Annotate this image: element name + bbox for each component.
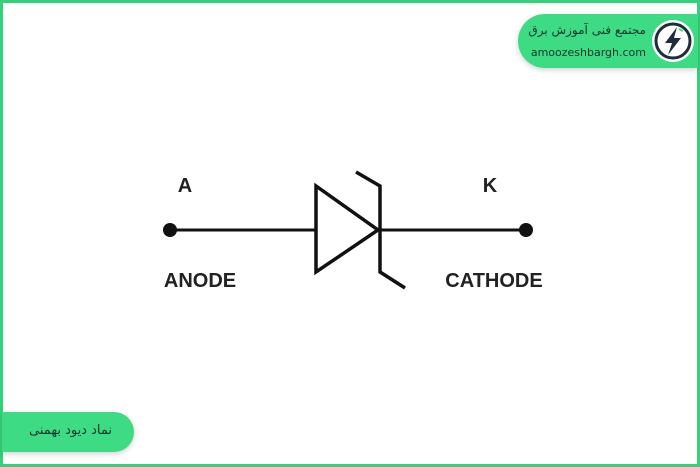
caption-text: نماد دیود بهمنی	[29, 423, 112, 438]
cathode-label: CATHODE	[445, 270, 542, 292]
lightning-bolt-icon	[652, 20, 694, 62]
cathode-terminal	[519, 223, 533, 237]
diode-triangle	[314, 182, 382, 276]
avalanche-diode-symbol-icon	[163, 170, 533, 290]
brand-badge[interactable]: مجتمع فنی آموزش برق amoozeshbargh.com	[518, 14, 698, 68]
brand-name: مجتمع فنی آموزش برق	[528, 23, 646, 37]
brand-url[interactable]: amoozeshbargh.com	[530, 46, 646, 59]
anode-letter: A	[178, 175, 192, 197]
anode-terminal	[163, 223, 177, 237]
caption-badge: نماد دیود بهمنی	[2, 412, 134, 452]
cathode-letter: K	[483, 175, 498, 197]
anode-label: ANODE	[164, 270, 236, 292]
